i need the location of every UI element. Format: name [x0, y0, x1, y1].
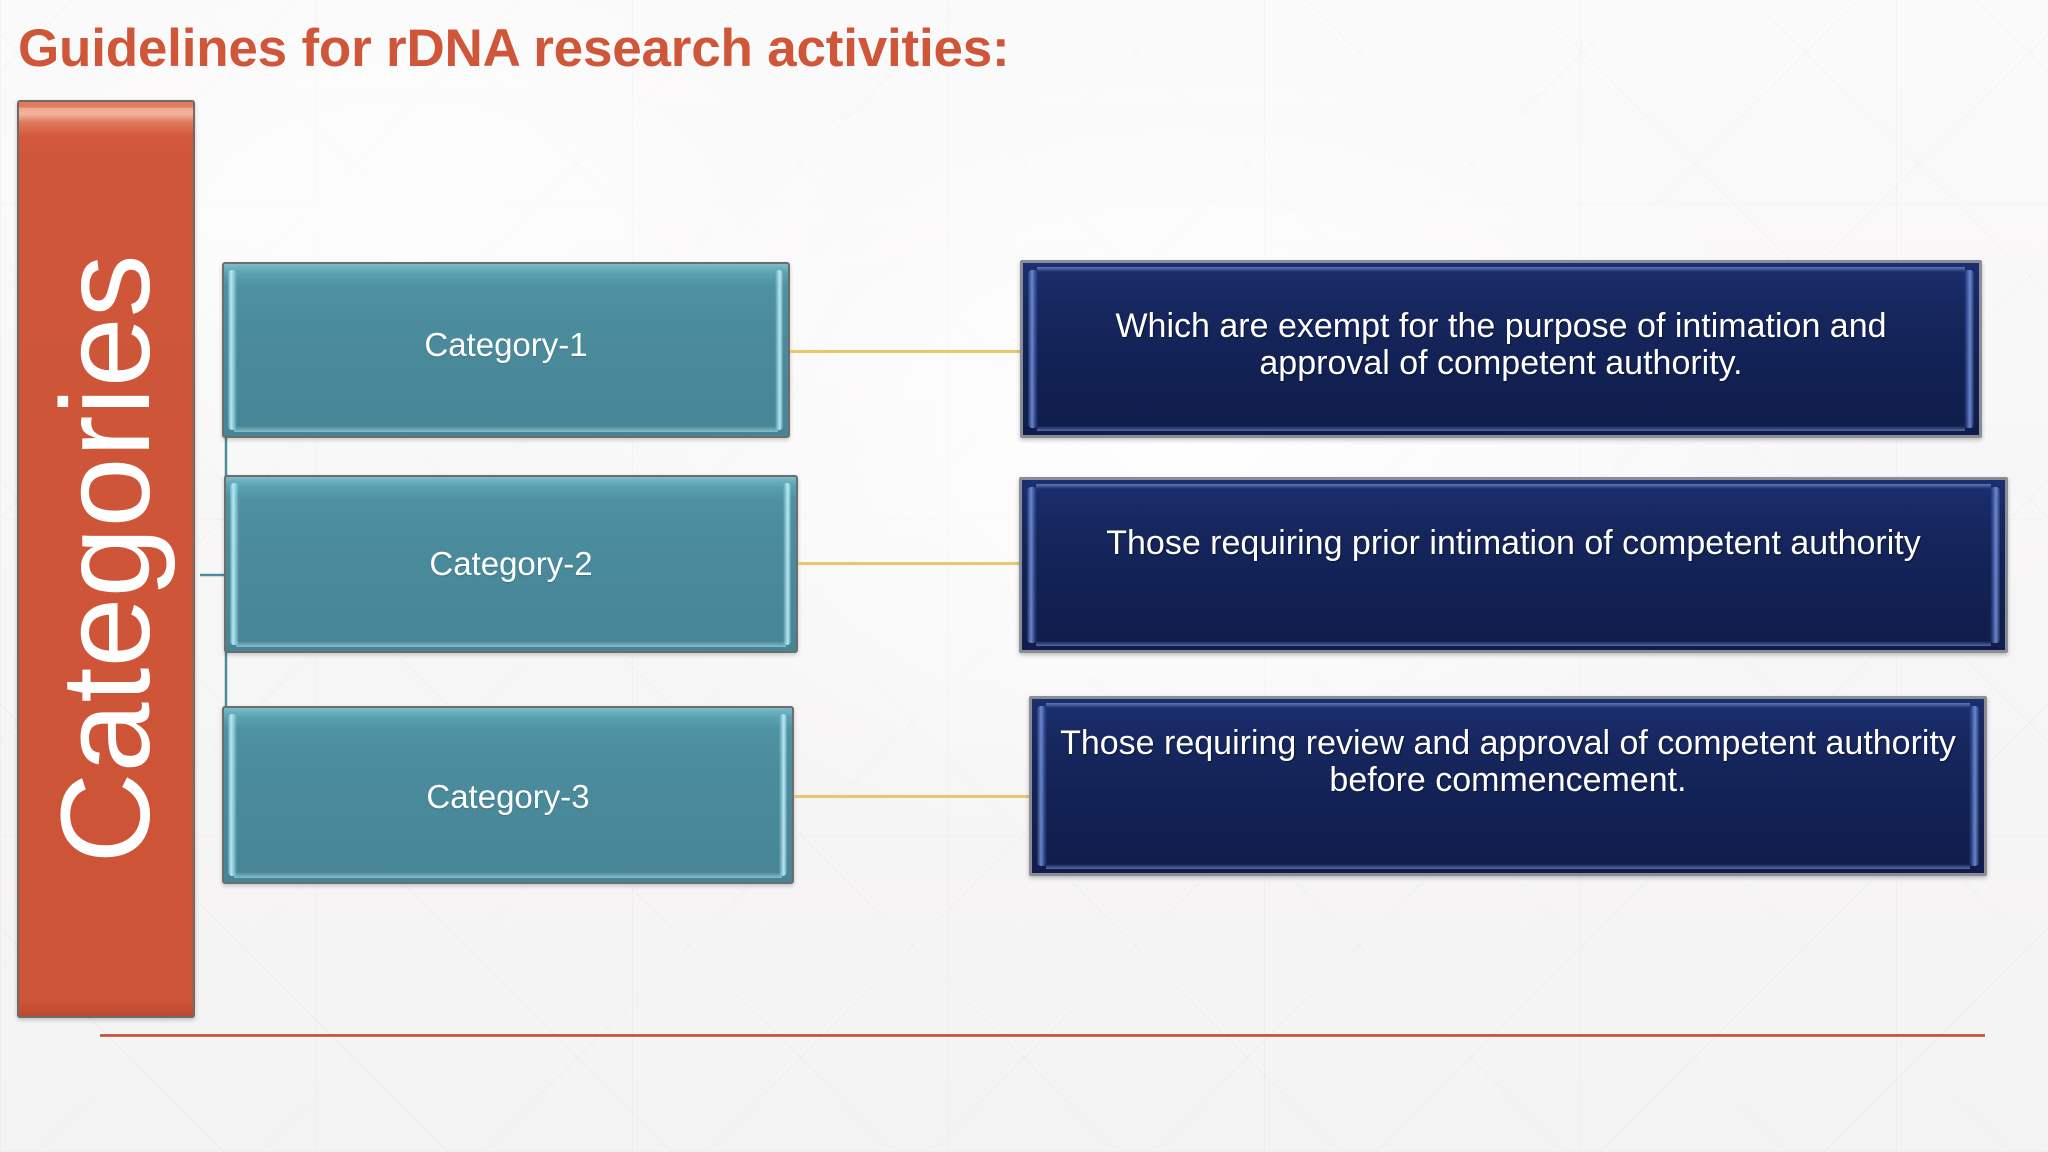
- description-box-2-text: Those requiring prior intimation of comp…: [1106, 524, 1921, 562]
- bevel-right: [783, 483, 791, 645]
- bevel-bottom: [1037, 426, 1965, 431]
- connector-line-3: [794, 795, 1030, 798]
- bevel-right: [779, 714, 787, 876]
- bevel-bottom: [234, 872, 782, 878]
- bevel-top: [1037, 267, 1965, 272]
- bevel-left: [1028, 270, 1038, 428]
- bevel-left: [230, 483, 239, 645]
- bevel-right: [1964, 270, 1974, 428]
- bevel-left: [228, 714, 237, 876]
- bevel-bottom: [234, 426, 778, 432]
- description-box-3[interactable]: Those requiring review and approval of c…: [1029, 696, 1987, 876]
- categories-bar[interactable]: Categories: [17, 100, 195, 1018]
- connector-line-2: [798, 562, 1020, 565]
- bevel-bottom: [1046, 864, 1970, 869]
- bevel-top: [1036, 484, 1991, 489]
- description-box-1-text: Which are exempt for the purpose of inti…: [1115, 307, 1887, 382]
- category-box-1-label: Category-1: [424, 326, 588, 363]
- bevel-bottom: [1036, 641, 1991, 646]
- bevel-left: [228, 270, 237, 430]
- bevel-right: [1990, 487, 2000, 643]
- categories-bar-label: Categories: [35, 254, 176, 864]
- connector-line-1: [790, 350, 1030, 353]
- category-box-3-label: Category-3: [426, 778, 590, 815]
- category-box-2-label: Category-2: [429, 545, 593, 582]
- category-box-1[interactable]: Category-1: [222, 262, 790, 438]
- category-box-2[interactable]: Category-2: [224, 475, 798, 653]
- bevel-right: [1969, 706, 1979, 866]
- description-box-1[interactable]: Which are exempt for the purpose of inti…: [1020, 260, 1982, 438]
- description-box-3-text: Those requiring review and approval of c…: [1060, 724, 1956, 799]
- bevel-right: [775, 270, 783, 430]
- bevel-left: [1037, 706, 1047, 866]
- description-box-2[interactable]: Those requiring prior intimation of comp…: [1019, 477, 2008, 653]
- bevel-top: [1046, 703, 1970, 708]
- bevel-bottom: [236, 641, 786, 647]
- page-title: Guidelines for rDNA research activities:: [18, 19, 1010, 78]
- category-box-3[interactable]: Category-3: [222, 706, 794, 884]
- bevel-left: [1027, 487, 1037, 643]
- bottom-divider: [100, 1034, 1985, 1037]
